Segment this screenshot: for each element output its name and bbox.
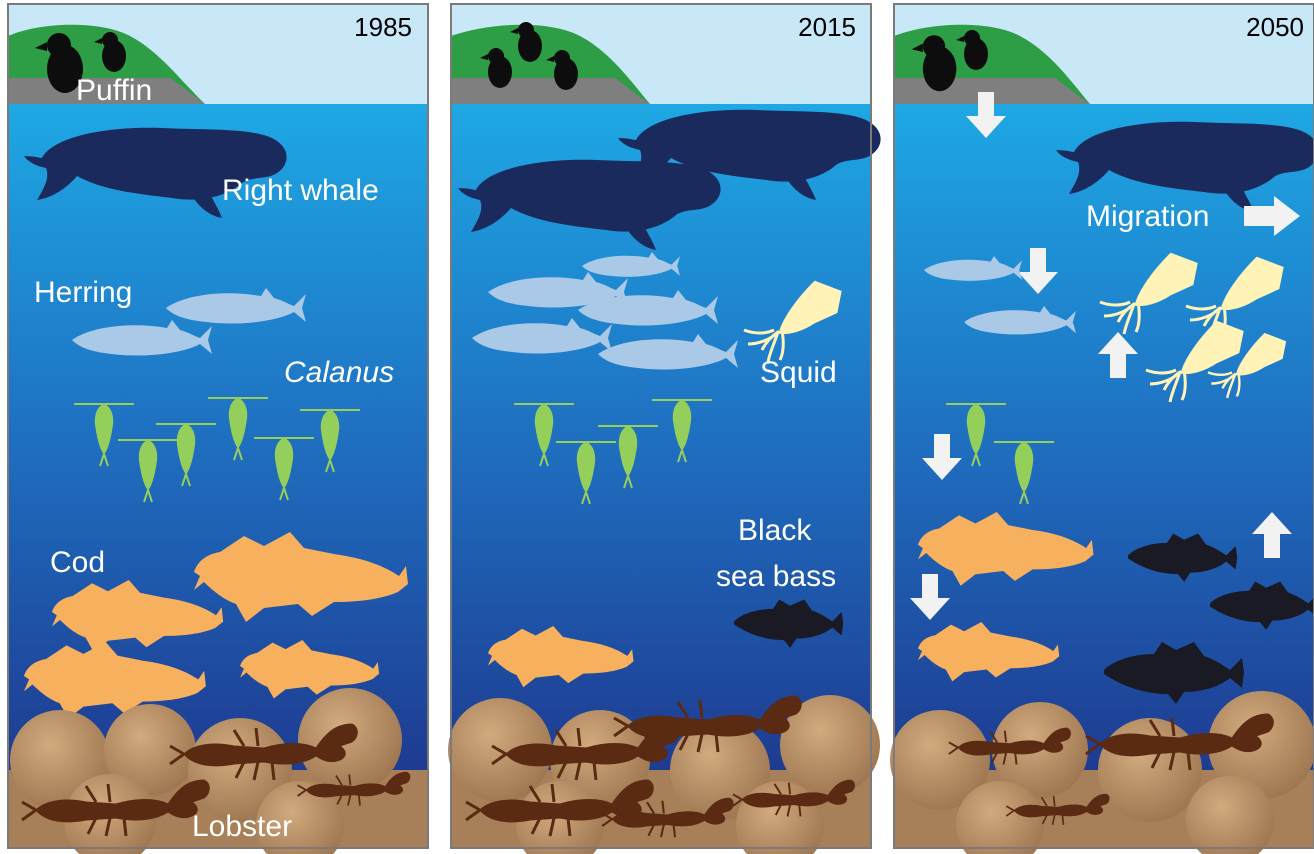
- herring-label: Herring: [34, 276, 132, 309]
- rock-shore: [451, 78, 650, 104]
- panel-2050: 2050 Migration: [890, 4, 1314, 854]
- year-label: 1985: [354, 12, 412, 42]
- year-label: 2050: [1246, 12, 1304, 42]
- calanus-label: Calanus: [284, 356, 394, 389]
- migration-label: Migration: [1086, 200, 1209, 233]
- panel-2015: 2015 Squid Black sea bass: [448, 4, 881, 854]
- panel-1985: 1985 Puffin Right whale Herring Calanus …: [8, 4, 428, 854]
- year-label: 2015: [798, 12, 856, 42]
- squid-label: Squid: [760, 356, 837, 389]
- lobster-label: Lobster: [192, 810, 292, 843]
- black-sea-bass-label-2: sea bass: [716, 560, 836, 593]
- black-sea-bass-label-1: Black: [738, 514, 812, 547]
- puffin-label: Puffin: [76, 74, 152, 107]
- right-whale-label: Right whale: [222, 174, 379, 207]
- cod-label: Cod: [50, 546, 105, 579]
